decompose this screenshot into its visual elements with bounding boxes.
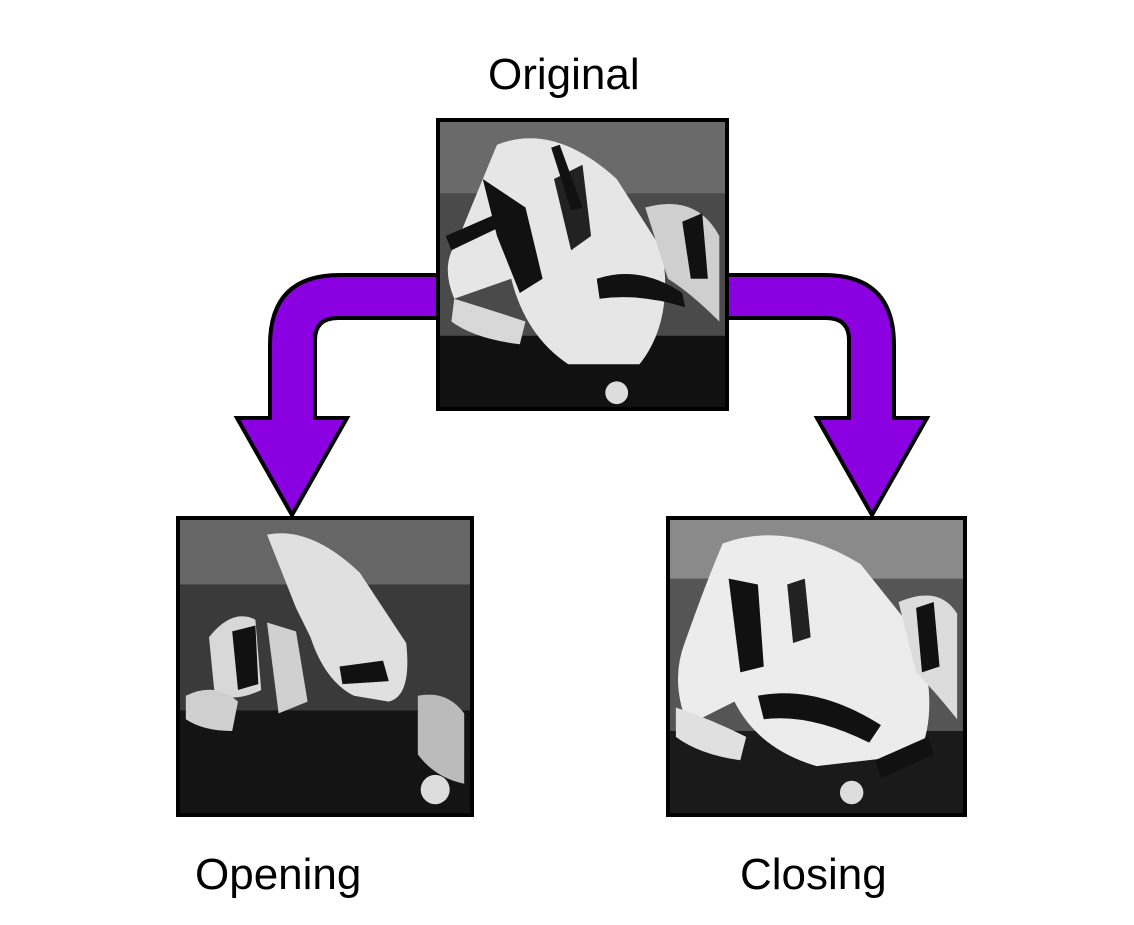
closing-label: Closing (740, 850, 887, 899)
opening-label: Opening (195, 850, 362, 899)
left-arrow (233, 273, 442, 520)
opening-image (176, 516, 474, 817)
closing-image (666, 516, 967, 817)
original-label: Original (488, 50, 640, 99)
original-image (436, 118, 729, 411)
right-arrow (724, 273, 931, 520)
